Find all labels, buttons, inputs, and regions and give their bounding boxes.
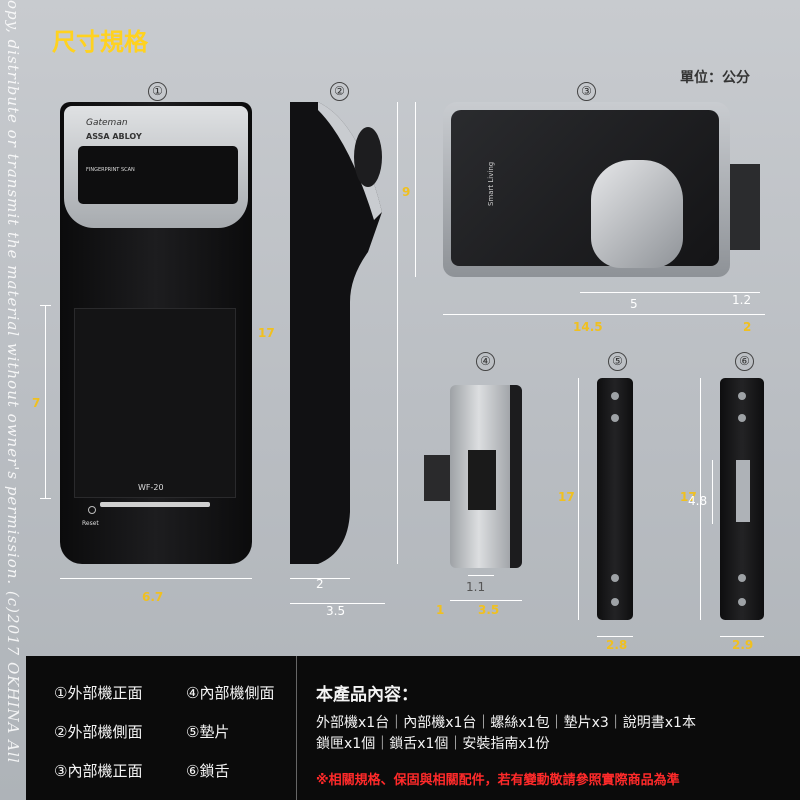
dim-line-d5-height <box>578 378 579 620</box>
view-marker-4: ④ <box>476 352 495 371</box>
legend-item: ⑤墊片 <box>186 723 230 741</box>
interior-unit-side-image <box>424 385 522 568</box>
watermark-text: opy, distribute or transmit the material… <box>4 0 22 764</box>
dim-d3-w3: 14.5 <box>573 320 603 334</box>
fingerprint-label: FINGERPRINT SCAN <box>86 167 135 173</box>
screw-hole-icon <box>738 598 746 606</box>
dim-line-d6-width <box>720 636 764 637</box>
dim-d3-w1: 5 <box>630 297 638 311</box>
dim-line-d6-height <box>700 378 701 620</box>
unit-label: 單位：公分 <box>680 70 750 86</box>
reset-button-icon <box>88 506 96 514</box>
copyright-watermark: opy, distribute or transmit the material… <box>0 0 26 800</box>
strike-opening <box>736 460 750 522</box>
screw-hole-icon <box>738 414 746 422</box>
legend-item: ③內部機正面 <box>54 762 143 780</box>
dim-d2-height: 17 <box>258 326 275 340</box>
dim-d1-width: 6.7 <box>142 590 164 604</box>
legend-item: ①外部機正面 <box>54 684 143 702</box>
dim-line-d1-width <box>60 578 252 579</box>
exterior-unit-side-image <box>290 102 382 564</box>
contents-line-2: 鎖匣x1個｜鎖舌x1個｜安裝指南x1份 <box>316 736 550 752</box>
screw-hole-icon <box>738 392 746 400</box>
dim-line-d2-thick2 <box>290 603 385 604</box>
screw-hole-icon <box>611 574 619 582</box>
disclaimer-note: ※相關規格、保固與相關配件，若有變動敬請參照實際商品為準 <box>316 773 680 788</box>
dim-d3-height: 9 <box>402 185 411 199</box>
exterior-unit-front-image: Gateman ASSA ABLOY FINGERPRINT SCAN WF-2… <box>60 102 252 564</box>
divider <box>296 656 297 800</box>
screw-hole-icon <box>738 574 746 582</box>
reset-label: Reset <box>82 520 99 527</box>
screw-hole-icon <box>611 414 619 422</box>
dim-line-d3-height <box>415 102 416 277</box>
dim-line-d3-w2 <box>730 292 760 293</box>
screw-hole-icon <box>611 598 619 606</box>
contents-heading: 本產品內容： <box>316 685 418 705</box>
legend-item: ⑥鎖舌 <box>186 762 230 780</box>
info-panel: ①外部機正面 ④內部機側面 ②外部機側面 ⑤墊片 ③內部機正面 ⑥鎖舌 本產品內… <box>26 656 800 800</box>
latch-tongue <box>424 455 450 501</box>
thumb-turn-knob <box>591 160 683 268</box>
dim-d4-w3: 3.5 <box>478 603 500 617</box>
top-cap: Gateman ASSA ABLOY FINGERPRINT SCAN <box>64 106 248 228</box>
dim-d3-w4: 2 <box>743 320 752 334</box>
brand-logo: Gateman <box>86 118 128 128</box>
package-contents: 本產品內容： 外部機x1台｜內部機x1台｜螺絲x1包｜墊片x3｜說明書x1本 鎖… <box>316 680 796 788</box>
page-title: 尺寸規格 <box>52 28 148 56</box>
dim-d6-width: 2.9 <box>732 638 754 652</box>
legend-item: ④內部機側面 <box>186 684 275 702</box>
dim-d5-height: 17 <box>558 490 575 504</box>
smart-living-label: Smart Living <box>487 161 495 206</box>
contents-line-1: 外部機x1台｜內部機x1台｜螺絲x1包｜墊片x3｜說明書x1本 <box>316 715 696 731</box>
dim-d3-w2: 1.2 <box>732 293 752 307</box>
handle-bar <box>100 502 210 507</box>
side-edge <box>510 385 522 568</box>
screw-hole-icon <box>611 392 619 400</box>
view-marker-1: ① <box>148 82 167 101</box>
view-marker-6: ⑥ <box>735 352 754 371</box>
interior-unit-front-image: Smart Living <box>443 102 760 277</box>
deadbolt <box>730 164 760 250</box>
view-legend: ①外部機正面 ④內部機側面 ②外部機側面 ⑤墊片 ③內部機正面 ⑥鎖舌 <box>54 682 304 781</box>
dim-d6-height: 17 <box>680 490 697 504</box>
dim-line-d4-w1 <box>468 575 494 576</box>
dim-d4-w2: 1 <box>436 603 445 617</box>
legend-item: ②外部機側面 <box>54 723 143 741</box>
dim-d2-thick1: 2 <box>316 577 324 591</box>
dim-d2-thick2: 3.5 <box>326 604 346 618</box>
dim-tick <box>40 498 51 499</box>
brand-sub-logo: ASSA ABLOY <box>86 132 142 141</box>
dim-line-d5-width <box>597 636 633 637</box>
dim-line-d2-thick1 <box>290 578 350 579</box>
dim-line-d3-w3 <box>443 314 730 315</box>
dim-d1-height: 7 <box>32 396 41 410</box>
fingerprint-scanner: FINGERPRINT SCAN <box>78 146 238 204</box>
spacer-plate-image <box>597 378 633 620</box>
dim-line-d6-inner <box>712 460 713 524</box>
latch-slot <box>468 450 496 510</box>
view-marker-3: ③ <box>577 82 596 101</box>
dim-line-d1-height <box>45 305 46 499</box>
strike-plate-image <box>720 378 764 620</box>
dim-d4-w1: 1.1 <box>466 580 486 594</box>
dim-tick <box>40 305 51 306</box>
keypad-panel <box>74 308 236 498</box>
dim-d6-inner: 4.8 <box>688 494 708 508</box>
dim-line-d2-height <box>397 102 398 564</box>
dim-line-d4-w3 <box>450 600 522 601</box>
dim-line-d3-w4 <box>730 314 765 315</box>
view-marker-5: ⑤ <box>608 352 627 371</box>
dim-line-d3-w1 <box>580 292 730 293</box>
dim-d5-width: 2.8 <box>606 638 628 652</box>
model-label: WF-20 <box>138 483 164 492</box>
view-marker-2: ② <box>330 82 349 101</box>
